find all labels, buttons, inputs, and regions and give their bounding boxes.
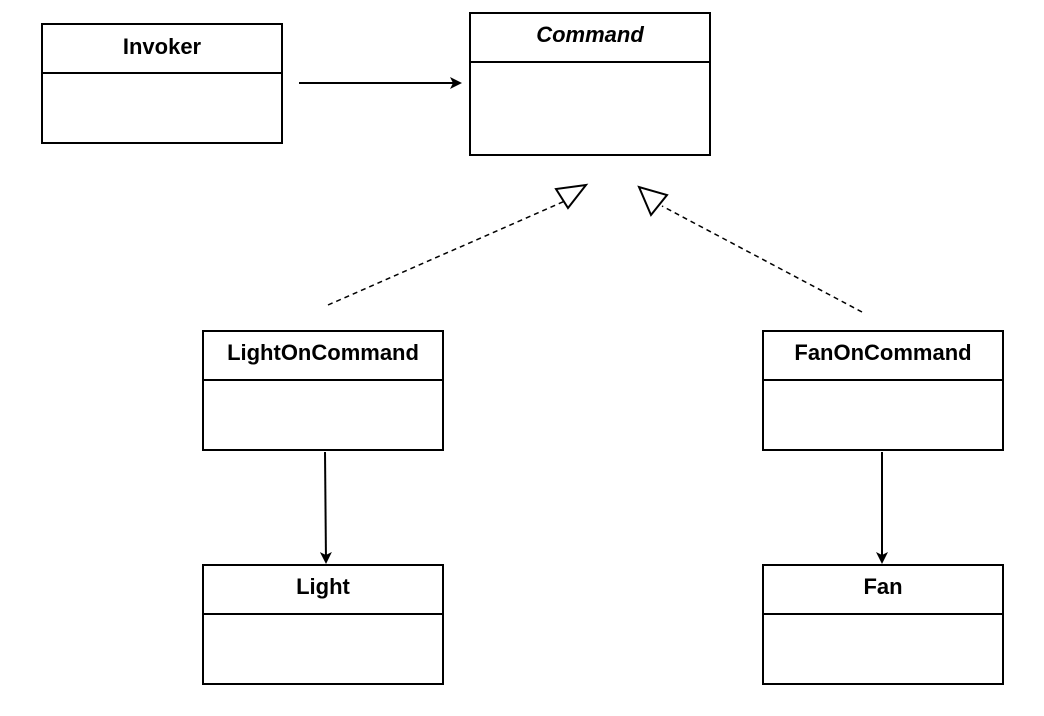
- class-fan-on-command[interactable]: FanOnCommand: [762, 330, 1004, 451]
- class-light[interactable]: Light: [202, 564, 444, 685]
- class-command[interactable]: Command: [469, 12, 711, 156]
- class-name-fan-on-command: FanOnCommand: [794, 340, 971, 365]
- realization-triangle-left: [554, 183, 589, 210]
- class-name-command: Command: [536, 22, 644, 47]
- association-light-on-command-light: [319, 451, 332, 564]
- class-invoker[interactable]: Invoker: [41, 23, 283, 144]
- class-name-light: Light: [296, 574, 350, 599]
- class-light-on-command[interactable]: LightOnCommand: [202, 330, 444, 451]
- realization-fan-on-command-line: [661, 205, 863, 313]
- realization-triangle-right: [637, 185, 669, 217]
- class-fan[interactable]: Fan: [762, 564, 1004, 685]
- class-name-invoker: Invoker: [123, 34, 202, 59]
- class-name-light-on-command: LightOnCommand: [227, 340, 419, 365]
- realization-light-on-command-line: [327, 200, 566, 306]
- class-name-fan: Fan: [863, 574, 902, 599]
